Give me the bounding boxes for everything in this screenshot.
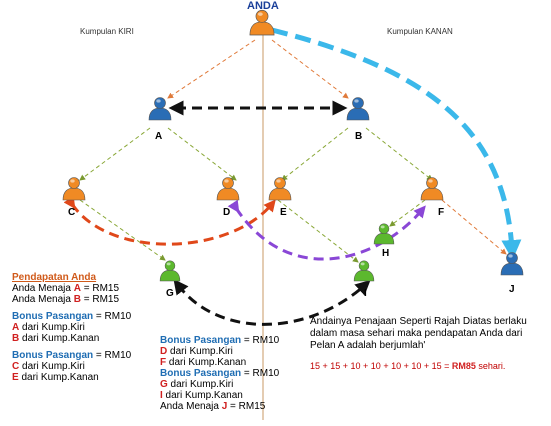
income-line-a: Anda Menaja A = RM15 (12, 283, 120, 294)
bonus-panel: Bonus Pasangan = RM10 D dari Kump.Kiri F… (160, 335, 279, 412)
income-bonus1-b: B dari Kump.Kanan (12, 333, 100, 344)
bonus-line-j: Anda Menaja J = RM15 (160, 401, 266, 412)
person-icon-f (420, 177, 444, 201)
summary-line-3: Pelan A adalah berjumlah' (310, 340, 426, 351)
person-icon-e (268, 177, 292, 201)
person-icon-a (148, 97, 172, 121)
arrow-c-e (63, 195, 276, 246)
node-label-f: F (438, 207, 445, 218)
income-bonus2-c: C dari Kump.Kiri (12, 361, 85, 372)
arrow-g-i (173, 279, 371, 326)
node-label-a: A (155, 131, 163, 142)
node-label-c: C (68, 207, 76, 218)
tree-connectors (79, 39, 507, 263)
income-line-b: Anda Menaja B = RM15 (12, 294, 120, 305)
person-icon-g (159, 260, 181, 282)
summary-panel: Andainya Penajaan Seperti Rajah Diatas b… (310, 316, 527, 372)
summary-line-1: Andainya Penajaan Seperti Rajah Diatas b… (310, 316, 527, 327)
person-icon-h (373, 223, 395, 245)
person-icon-b (346, 97, 370, 121)
summary-formula: 15 + 15 + 10 + 10 + 10 + 10 + 15 = RM85 … (310, 361, 506, 371)
person-icon-i (353, 260, 375, 282)
income-title: Pendapatan Anda (12, 272, 97, 283)
arrow-d-f (227, 199, 426, 261)
income-bonus1-a: A dari Kump.Kiri (12, 322, 85, 333)
income-panel: Pendapatan Anda Anda Menaja A = RM15 And… (12, 272, 131, 383)
income-bonus2-e: E dari Kump.Kanan (12, 372, 99, 383)
node-label-d: D (223, 207, 231, 218)
summary-line-2: dalam masa sehari maka pendapatan Anda d… (310, 328, 523, 339)
node-label-g: G (166, 288, 174, 299)
bonus-title-1: Bonus Pasangan = RM10 (160, 335, 280, 346)
group-label-right: Kumpulan KANAN (387, 27, 453, 36)
person-icon-j (500, 252, 524, 276)
node-label-e: E (280, 207, 287, 218)
bonus-line-g: G dari Kump.Kiri (160, 379, 234, 390)
node-label-i: I (364, 288, 367, 299)
person-icon-c (62, 177, 86, 201)
arrow-anda-to-j (271, 27, 522, 260)
node-label-j: J (509, 284, 515, 295)
bonus-line-d: D dari Kump.Kiri (160, 346, 233, 357)
bonus-line-i: I dari Kump.Kanan (160, 390, 243, 401)
bonus-title-2: Bonus Pasangan = RM10 (160, 368, 280, 379)
bonus-line-f: F dari Kump.Kanan (160, 357, 247, 368)
person-icon-d (216, 177, 240, 201)
node-label-anda: ANDA (247, 0, 279, 12)
node-label-h: H (382, 248, 390, 259)
income-bonus2-title: Bonus Pasangan = RM10 (12, 350, 132, 361)
income-bonus1-title: Bonus Pasangan = RM10 (12, 311, 132, 322)
person-icon-anda (249, 9, 275, 36)
node-label-b: B (355, 131, 363, 142)
group-label-left: Kumpulan KIRI (80, 27, 134, 36)
